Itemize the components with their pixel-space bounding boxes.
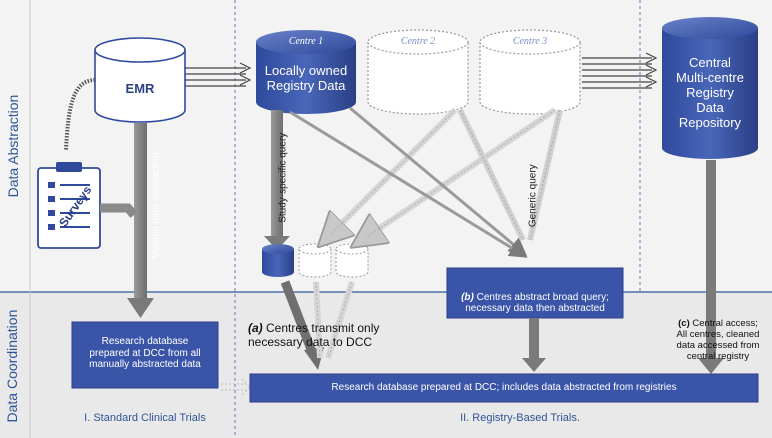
study-specific-arrowhead (264, 236, 290, 250)
note-c: (c) Central access; All centres, cleaned… (668, 308, 768, 363)
central-repository-label: Central Multi-centre Registry Data Repos… (676, 55, 744, 130)
centre-3-tag: Centre 3 (512, 36, 548, 47)
footer-registry-trials: II. Registry-Based Trials. (460, 412, 580, 424)
broad-to-banner-arrow (529, 318, 539, 360)
note-a: (a) Centres transmit only necessary data… (248, 308, 418, 349)
result-cylinder-2 (298, 243, 332, 278)
result-cylinder-3 (335, 243, 369, 278)
registry-banner-label: Research database prepared at DCC; inclu… (331, 382, 677, 393)
note-a-text: Centres transmit only necessary data to … (248, 320, 380, 349)
centre-1-cylinder (256, 30, 356, 114)
note-b-text: Centres abstract broad query; necessary … (465, 291, 609, 315)
note-c-letter: (c) (678, 317, 690, 329)
centre-1-label: Locally owned Registry Data (264, 63, 348, 93)
emr-label: EMR (125, 81, 155, 96)
broad-query-box (446, 267, 624, 319)
central-repository-cylinder (662, 17, 758, 159)
dcc-manual-box (71, 321, 219, 389)
note-c-text: Central access; All centres, cleaned dat… (676, 317, 760, 362)
surveys-feed-arrow (100, 203, 138, 218)
centre-1-tag: Centre 1 (288, 36, 324, 47)
emr-to-surveys-link (64, 78, 96, 151)
band-title-coordination: Data Coordination (3, 309, 20, 423)
centre-2-cylinder (367, 29, 469, 115)
transmit-arrow-filled (280, 280, 317, 354)
manual-abstraction-arrow (134, 123, 147, 300)
manual-abstraction-label: Manual data abstraction (150, 152, 162, 260)
emr-cylinder (94, 37, 186, 123)
surveys-clipboard (37, 162, 101, 249)
study-specific-arrow (271, 110, 283, 238)
manual-abstraction-arrowhead (127, 298, 154, 318)
dcc-manual-box-label: Research database prepared at DCC from a… (89, 336, 201, 370)
emr-to-centre-arrows (185, 62, 252, 87)
study-specific-label: Study-specific query (277, 132, 289, 223)
centre-3-cylinder (479, 29, 581, 115)
note-a-letter: (a) (248, 320, 263, 335)
generic-query-label: Generic query (527, 164, 539, 228)
band-title-abstraction: Data Abstraction (4, 94, 21, 198)
footer-standard-trials: I. Standard Clinical Trials (84, 412, 206, 424)
broad-query-arrows (289, 106, 528, 258)
registry-banner (249, 373, 759, 403)
note-b-letter: (b) (461, 291, 474, 303)
centre-2-tag: Centre 2 (400, 36, 436, 47)
dcc-to-banner-arrow (221, 378, 251, 396)
note-b: (b) Centres abstract broad query; necess… (451, 280, 619, 315)
central-to-banner-arrow (706, 160, 716, 360)
result-cylinder-1 (262, 244, 294, 277)
centre-to-central-arrows (582, 52, 658, 89)
